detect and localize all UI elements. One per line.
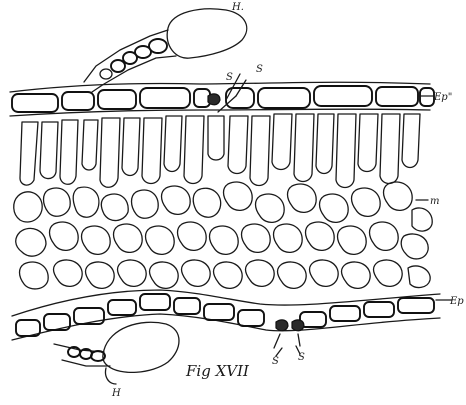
lower-trichome bbox=[54, 322, 179, 384]
lower-stoma bbox=[274, 320, 304, 348]
mesophyll bbox=[14, 114, 432, 289]
label-stoma-top-left: S bbox=[226, 72, 233, 83]
label-mesophyll: m bbox=[430, 196, 439, 207]
label-pointers bbox=[276, 96, 452, 356]
label-upper-epidermis: Ep" bbox=[433, 92, 452, 103]
label-lower-epidermis: Ep bbox=[449, 296, 464, 307]
label-hair-top: H. bbox=[231, 2, 244, 13]
figure-caption: Fig XVII bbox=[185, 362, 250, 380]
lower-epidermis bbox=[12, 290, 440, 340]
label-stoma-bottom-left: S bbox=[272, 356, 279, 367]
label-stoma-bottom-right: S bbox=[298, 352, 305, 363]
upper-trichome bbox=[84, 9, 247, 92]
label-hair-bottom: H bbox=[111, 388, 121, 399]
label-stoma-top-right: S bbox=[256, 64, 263, 75]
upper-epidermis bbox=[10, 82, 434, 116]
